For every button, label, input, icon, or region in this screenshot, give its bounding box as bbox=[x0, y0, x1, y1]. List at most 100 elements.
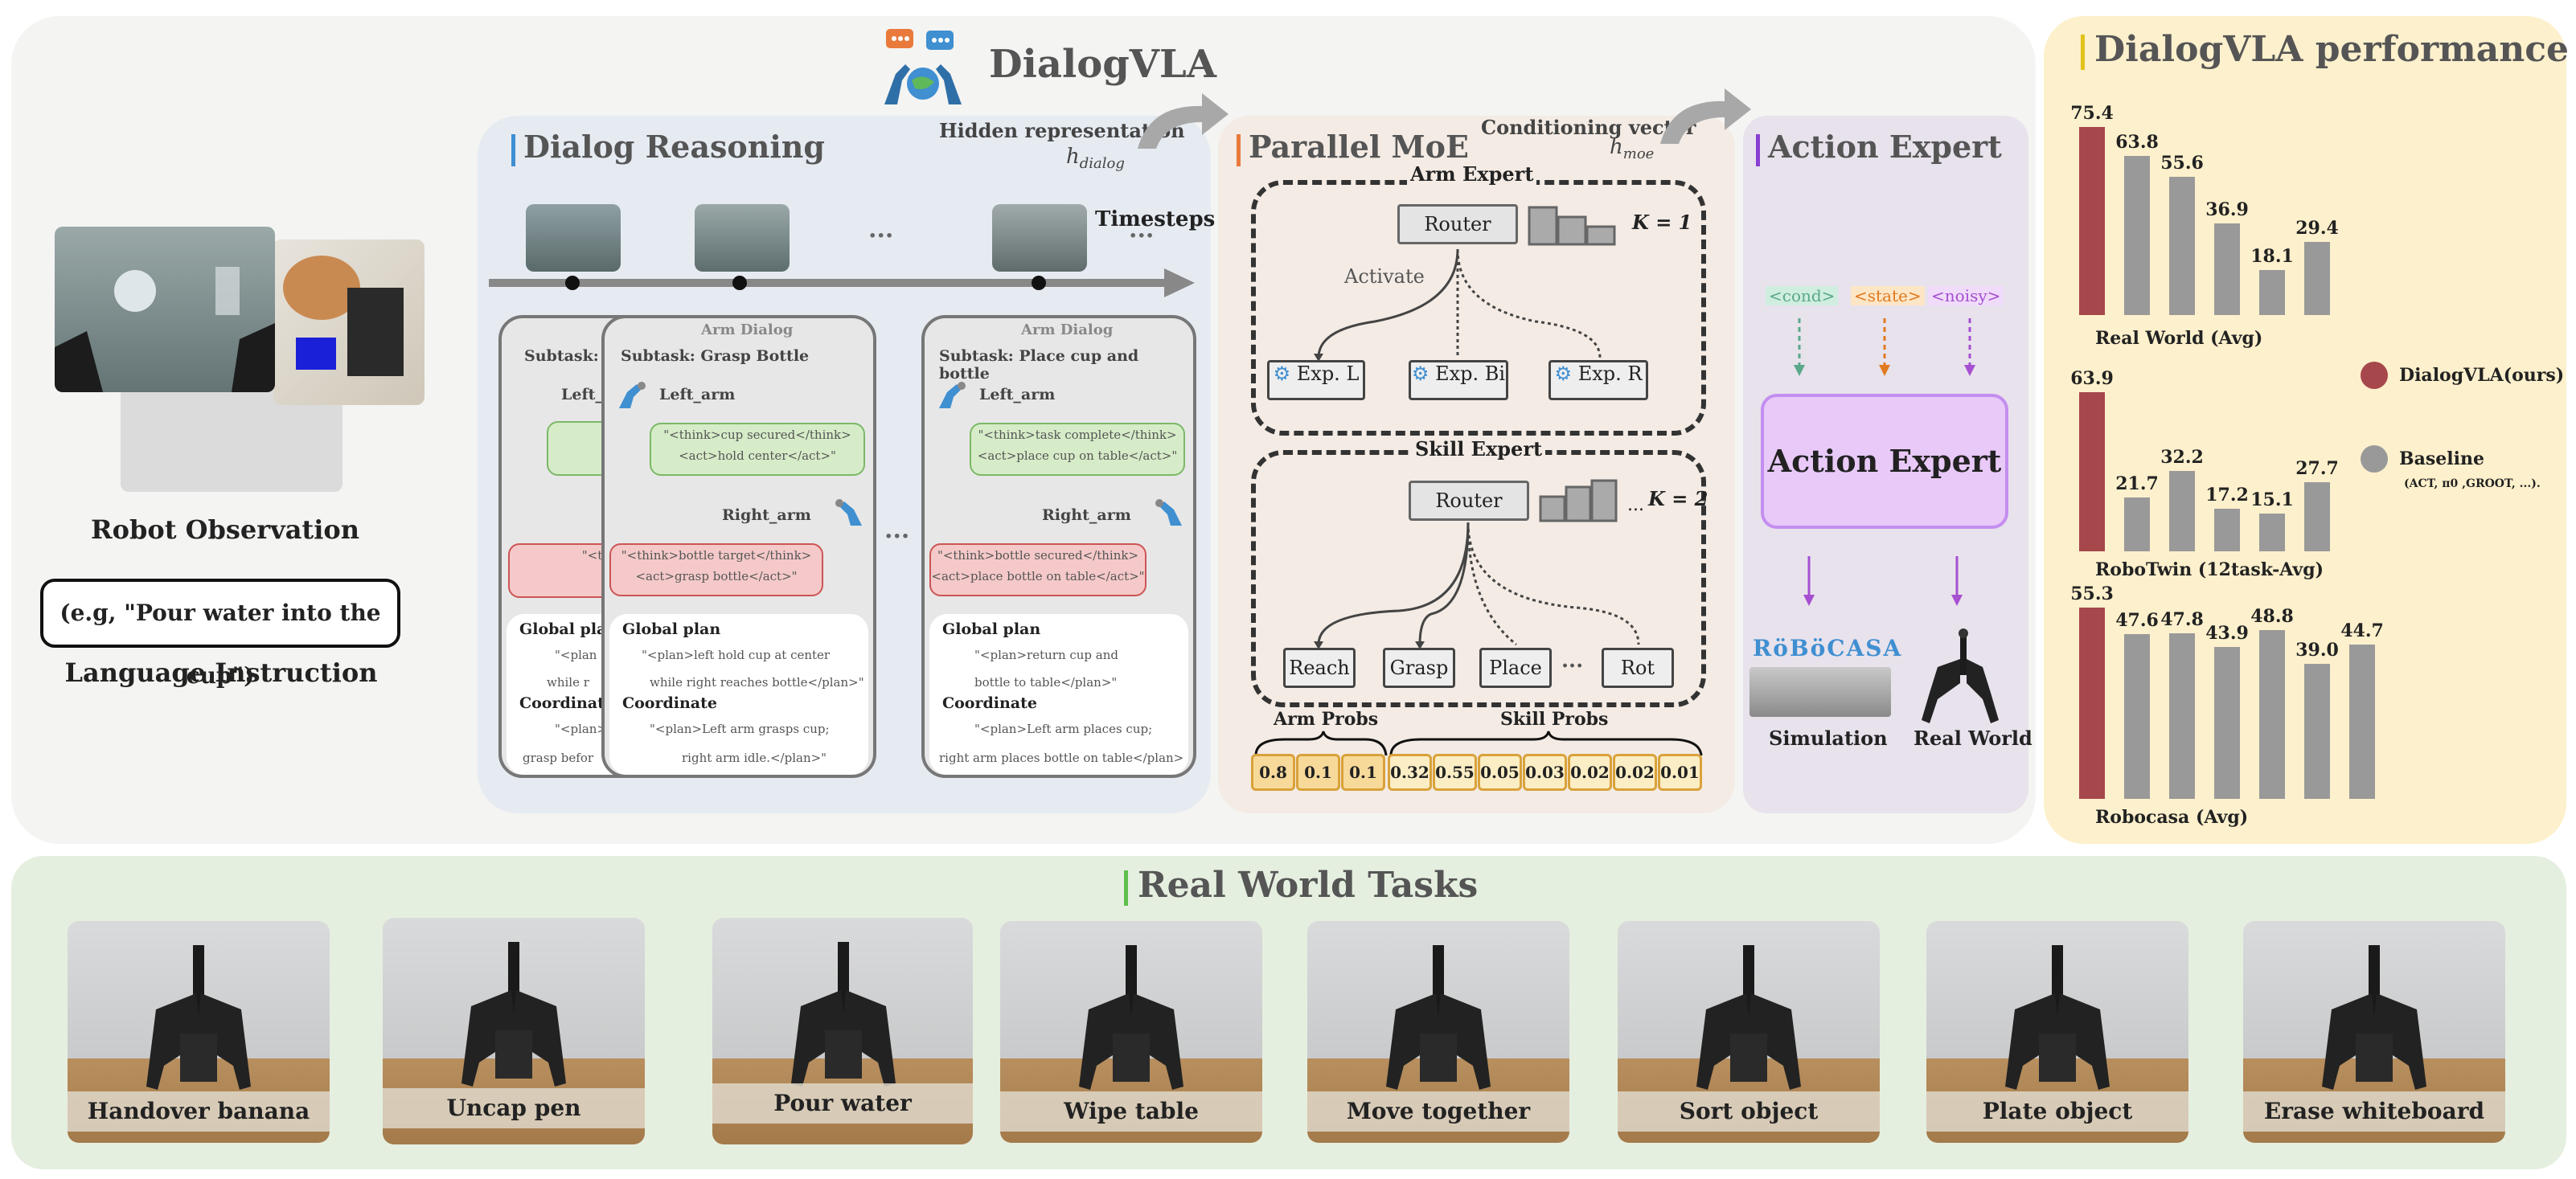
bar-real-world bbox=[2169, 176, 2195, 315]
action-expert-title-text: Action Expert bbox=[1768, 129, 2002, 165]
robot-observation-label: Robot Observation bbox=[91, 514, 359, 545]
timestep-frame-3 bbox=[992, 204, 1087, 272]
card-right-arm: Right_arm bbox=[722, 506, 811, 524]
right-arm-bubble: "<think>bottle target</think><act>grasp … bbox=[609, 543, 823, 596]
expert-left-box: ⚙ Exp. L bbox=[1267, 360, 1365, 400]
arm-prob-cell: 0.1 bbox=[1296, 754, 1340, 791]
coord-line-2: grasp befor bbox=[523, 751, 594, 765]
card-left-arm: Left_arm bbox=[659, 386, 736, 403]
bar-robotwin bbox=[2124, 497, 2150, 551]
expert-left-label: Exp. L bbox=[1296, 362, 1360, 385]
task-label: Pour water bbox=[712, 1083, 973, 1124]
arm-router-connectors bbox=[1254, 241, 1624, 362]
right-arm-bubble: "<think>bottle secured</think><act>place… bbox=[929, 543, 1146, 596]
plan-line-1: "<plan>return cup and bbox=[974, 648, 1119, 662]
left-arm-bubble: "<think>cup secured</think><act>hold cen… bbox=[650, 423, 865, 476]
arm-router: Router bbox=[1397, 204, 1518, 244]
performance-title: DialogVLA performance bbox=[2081, 29, 2569, 70]
language-instruction-label: Language Instruction bbox=[64, 657, 378, 688]
coord-line-1: "<plan>Left arm grasps cup; bbox=[650, 722, 830, 736]
card-left-arm: Left_a bbox=[561, 386, 613, 403]
skill-ellipsis: ··· bbox=[1561, 654, 1584, 678]
bar-real-world bbox=[2124, 156, 2150, 315]
skill-prob-cell: 0.32 bbox=[1388, 754, 1432, 791]
task-card: Sort object bbox=[1618, 921, 1880, 1143]
robocasa-logo: RöBöCASA bbox=[1753, 635, 1903, 661]
parallel-moe-title: Parallel MoE bbox=[1237, 129, 1469, 166]
plan-line-2: while r bbox=[547, 675, 589, 690]
coordinate-label: Coordinate bbox=[519, 694, 614, 712]
bar-value-label: 63.8 bbox=[2115, 132, 2159, 154]
legend-baseline-marker bbox=[2361, 445, 2388, 473]
right-think: "<think>bottle target</think> bbox=[621, 548, 812, 563]
task-label: Plate object bbox=[1926, 1091, 2188, 1132]
real-world-label: Real World bbox=[1914, 727, 2032, 750]
plan-line-2: while right reaches bottle</plan>" bbox=[650, 675, 864, 690]
chart-title: RoboTwin (12task-Avg) bbox=[2095, 559, 2324, 580]
legend-ours-marker bbox=[2361, 362, 2388, 389]
arm-expert-title: Arm Expert bbox=[1407, 162, 1537, 186]
cond-token: <cond> bbox=[1766, 286, 1839, 305]
card-header: Arm Dialog bbox=[701, 321, 794, 338]
observation-image-front bbox=[55, 227, 275, 392]
global-plan-label: Global plan bbox=[942, 620, 1041, 638]
real-world-tasks-title-text: Real World Tasks bbox=[1138, 865, 1479, 906]
skill-probs-label: Skill Probs bbox=[1500, 709, 1609, 730]
coord-line-1: "<plan>Left arm places cup; bbox=[974, 722, 1153, 736]
cards-ellipsis: ··· bbox=[884, 522, 910, 551]
bar-value-label: 29.4 bbox=[2295, 217, 2339, 239]
robot-arm-icon bbox=[616, 376, 651, 411]
bar-value-label: 36.9 bbox=[2205, 199, 2249, 220]
task-label: Move together bbox=[1307, 1091, 1569, 1132]
task-card: Move together bbox=[1307, 921, 1569, 1143]
skill-prob-cell: 0.55 bbox=[1433, 754, 1477, 791]
noisy-token: <noisy> bbox=[1928, 286, 2004, 305]
probs-brace bbox=[1253, 730, 1704, 759]
task-card: Wipe table bbox=[1000, 921, 1262, 1143]
hidden-symbol-sub: dialog bbox=[1079, 155, 1125, 173]
left-think: "<think>cup secured</think> bbox=[663, 428, 851, 442]
bar-real-world bbox=[2304, 241, 2330, 315]
skill-bars-ellipsis: ... bbox=[1627, 495, 1644, 515]
bar-robocasa bbox=[2079, 608, 2105, 799]
arm-router-bars-icon bbox=[1528, 204, 1616, 248]
cond-symbol-main: h bbox=[1610, 135, 1623, 159]
bar-value-label: 44.7 bbox=[2340, 620, 2384, 641]
skill-reach-box: Reach bbox=[1283, 648, 1356, 688]
bar-robocasa bbox=[2259, 630, 2285, 799]
page-title: DialogVLA bbox=[989, 42, 1217, 87]
timestep-frame-1 bbox=[526, 204, 621, 272]
card-header: Arm Dialog bbox=[1021, 321, 1114, 338]
bar-robotwin bbox=[2259, 514, 2285, 551]
card-right-arm: Right_arm bbox=[1042, 506, 1131, 524]
robot-arm-icon bbox=[936, 376, 971, 411]
robot-icon bbox=[146, 945, 251, 1090]
coord-line-2: right arm places bottle on table</plan> bbox=[939, 751, 1184, 765]
expert-right-box: ⚙ Exp. R bbox=[1548, 360, 1648, 400]
dialog-reasoning-title: Dialog Reasoning bbox=[511, 129, 825, 166]
simulation-image bbox=[1749, 667, 1891, 717]
robot-icon bbox=[1386, 945, 1491, 1090]
performance-title-text: DialogVLA performance bbox=[2094, 29, 2569, 70]
card-subtask: Subtask: G bbox=[524, 347, 617, 365]
task-card: Plate object bbox=[1926, 921, 2188, 1143]
robot-icon bbox=[1079, 945, 1183, 1090]
robot-icon bbox=[2005, 945, 2110, 1090]
skill-place-box: Place bbox=[1479, 648, 1552, 688]
robot-icon bbox=[1696, 945, 1801, 1090]
skill-rot-box: Rot bbox=[1602, 648, 1674, 688]
left-act: <act>place cup on table</act>" bbox=[977, 448, 1178, 463]
frames-ellipsis: ··· bbox=[868, 222, 894, 250]
bar-robocasa bbox=[2349, 644, 2375, 799]
robot-icon bbox=[2322, 945, 2426, 1090]
bar-value-label: 55.3 bbox=[2070, 583, 2114, 605]
bar-value-label: 43.9 bbox=[2205, 623, 2249, 645]
card-left-arm: Left_arm bbox=[979, 386, 1056, 403]
task-card: Pour water bbox=[712, 918, 973, 1144]
real-robot-image bbox=[1914, 627, 2007, 723]
expert-bi-label: Exp. Bi bbox=[1435, 362, 1506, 385]
plan-box: Global plan "<plan>left hold cup at cent… bbox=[609, 614, 868, 775]
robot-icon bbox=[791, 942, 896, 1087]
task-card: Handover banana bbox=[68, 921, 330, 1143]
bar-value-label: 47.8 bbox=[2160, 609, 2204, 631]
